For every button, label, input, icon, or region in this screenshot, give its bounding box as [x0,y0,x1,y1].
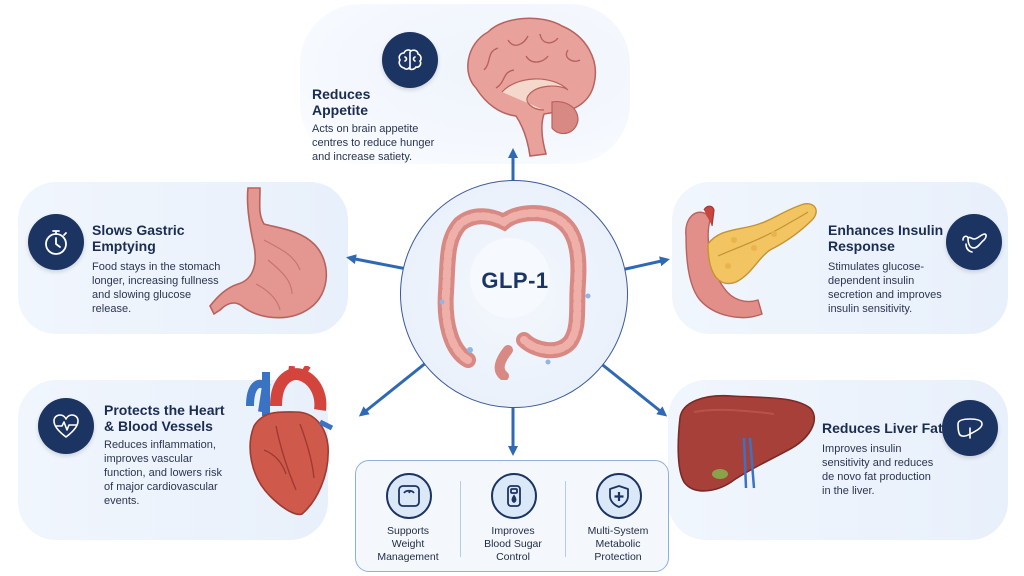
liver-illustration [674,388,820,500]
liver-icon [942,400,998,456]
stomach-illustration [208,184,336,330]
heart-title: Protects the Heart & Blood Vessels [104,402,225,434]
brain-icon [382,32,438,88]
benefit-weight: Supports Weight Management [356,461,460,573]
gastric-desc: Food stays in the stomach longer, increa… [92,260,220,316]
liver-title: Reduces Liver Fat [822,420,943,436]
liver-desc: Improves insulin sensitivity and reduces… [822,442,933,498]
gastric-title: Slows Gastric Emptying [92,222,185,254]
glp1-label: GLP-1 [460,268,570,294]
brain-illustration [456,10,606,158]
scale-icon [386,473,432,519]
insulin-title: Enhances Insulin Response [828,222,943,254]
benefits-box: Supports Weight Management Improves Bloo… [355,460,669,572]
benefit-protection: Multi-System Metabolic Protection [566,461,670,573]
stopwatch-icon [28,214,84,270]
appetite-title: Reduces Appetite [312,86,370,118]
glucometer-icon [491,473,537,519]
arrow-down-left [362,358,432,414]
appetite-desc: Acts on brain appetite centres to reduce… [312,122,434,164]
benefit-blood-sugar: Improves Blood Sugar Control [461,461,565,573]
heart-pulse-icon [38,398,94,454]
pancreas-icon [946,214,1002,270]
shield-plus-icon [596,473,642,519]
heart-illustration [236,366,336,518]
heart-desc: Reduces inflammation, improves vascular … [104,438,222,508]
insulin-desc: Stimulates glucose- dependent insulin se… [828,260,942,316]
arrow-down-right [594,358,664,414]
pancreas-illustration [674,196,820,324]
